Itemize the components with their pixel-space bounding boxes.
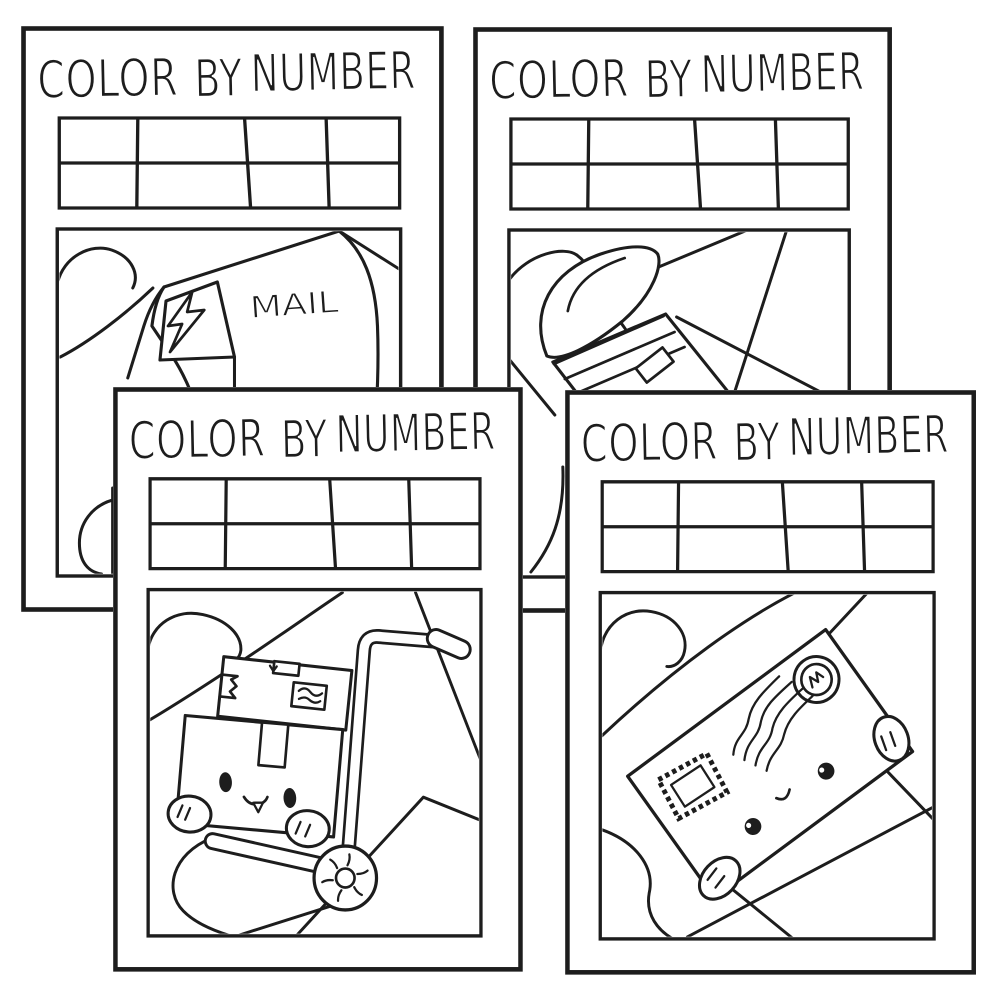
hand-truck-illustration [150, 591, 479, 934]
hand-truck-foot-inner [206, 835, 339, 875]
box-upper [216, 655, 354, 732]
mailbox-band-1 [563, 330, 676, 381]
ground-diagonal [511, 359, 557, 417]
under-diagonal [685, 806, 932, 937]
road-sweep [602, 594, 795, 738]
wheel-spokes [321, 853, 369, 902]
blush-hatch-left [706, 867, 726, 889]
title-word-number: NUMBER [700, 42, 865, 105]
envelope [626, 627, 915, 901]
blush-pad-right [872, 714, 911, 763]
stamp-inner [669, 764, 716, 808]
mailbox-cap [539, 245, 661, 359]
blush-hatch-left [176, 804, 192, 821]
title-word-by: BY [733, 412, 781, 474]
mailbox-rim-line [552, 314, 665, 366]
box-lower [166, 713, 345, 849]
postage-stamp [655, 750, 731, 822]
right-diagonal [886, 770, 932, 821]
s-curve [602, 828, 673, 937]
background-diagonal [337, 231, 399, 271]
cloud [602, 609, 687, 668]
postmark [792, 655, 841, 704]
postmark-squiggle [808, 671, 825, 689]
blush-pad-left [166, 794, 213, 834]
truck-hood-line [126, 285, 166, 380]
heart-cloud-tail [529, 465, 565, 574]
box-tape [271, 659, 301, 678]
hill-sweep [59, 286, 155, 359]
mailbox-cap-shine [566, 256, 627, 313]
truck-wheel [77, 498, 115, 574]
hand-truck-wheel [312, 844, 379, 912]
background-diagonal-right [414, 591, 479, 760]
blush-pad-left [697, 855, 742, 901]
label-squiggle-2 [297, 696, 322, 704]
page-title: COLOR BY NUMBER [128, 401, 498, 473]
eye-highlight-left [746, 822, 752, 829]
hand-truck-handle-inner [341, 631, 457, 885]
title-word-by: BY [194, 49, 244, 110]
handle-grip-inner [428, 631, 469, 657]
color-key-grid [509, 117, 850, 211]
mail-slot [634, 346, 675, 384]
title-word-color: COLOR [128, 408, 266, 472]
tape-tear [268, 664, 278, 673]
title-word-number: NUMBER [335, 402, 496, 466]
envelope-eye-left [744, 817, 762, 835]
road-sweep [150, 591, 344, 722]
page-title: COLOR BY NUMBER [580, 404, 951, 476]
box-eye-right [283, 788, 297, 808]
title-word-by: BY [644, 50, 693, 111]
envelope-illustration [602, 594, 932, 937]
box-tongue [252, 801, 265, 814]
rope-curve [171, 836, 229, 934]
color-key-grid [148, 477, 482, 571]
shipping-label [289, 680, 329, 712]
truck-sign-text: MAIL [249, 285, 340, 326]
title-word-color: COLOR [37, 48, 179, 111]
cancellation-waves [732, 675, 814, 772]
color-key-grid [57, 116, 402, 210]
title-word-by: BY [281, 409, 329, 471]
box-flap-tab [257, 721, 290, 769]
title-word-color: COLOR [580, 412, 718, 475]
color-key-grid [600, 480, 935, 574]
lightning-bolt-icon [166, 290, 206, 354]
box-notch [218, 673, 239, 700]
blush-hatch-right [880, 731, 897, 752]
page-bottom-right: COLOR BY NUMBER [565, 390, 977, 975]
envelope-smile [775, 788, 791, 801]
box-eye-left [219, 772, 232, 793]
title-word-number: NUMBER [788, 405, 950, 469]
page-title: COLOR BY NUMBER [36, 41, 417, 112]
title-word-color: COLOR [489, 49, 630, 112]
light-beam-upper [657, 232, 747, 269]
envelope-face [744, 762, 835, 835]
title-word-number: NUMBER [250, 41, 416, 104]
corner-diagonal [827, 594, 868, 636]
label-squiggle-1 [297, 687, 324, 697]
blush-hatch-right [294, 820, 312, 838]
eye-highlight-right [819, 767, 825, 773]
page-title: COLOR BY NUMBER [488, 41, 866, 112]
cloud [59, 246, 137, 290]
light-beam-steep [728, 232, 788, 407]
envelope-eye-right [817, 762, 835, 780]
envelope-body [626, 627, 915, 900]
page-bottom-left: COLOR BY NUMBER [113, 387, 523, 972]
